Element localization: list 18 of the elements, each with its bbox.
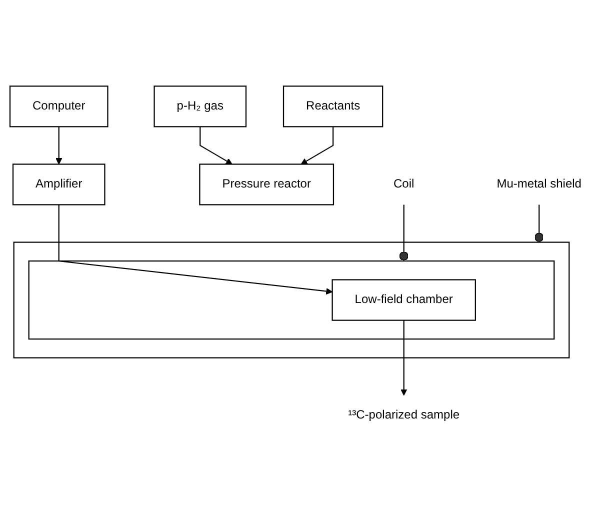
cluster <box>13 242 570 358</box>
arrow <box>400 320 408 396</box>
node-text: ¹³C-polarized sample <box>348 408 460 422</box>
node-text: Mu-metal shield <box>496 178 582 190</box>
node-box: Computer <box>9 86 108 128</box>
arrow <box>200 126 232 164</box>
node-box: Low-field chamber <box>332 279 476 321</box>
arrow <box>56 126 62 164</box>
node-box: Reactants <box>282 86 384 128</box>
connector <box>399 204 408 261</box>
node-box: Pressure reactor <box>199 164 334 206</box>
node-text: Coil <box>394 178 414 190</box>
node-box: Amplifier <box>12 164 106 206</box>
node-box: p-H₂ gas <box>154 86 247 128</box>
cluster <box>28 260 555 340</box>
connector <box>534 204 544 242</box>
arrow <box>58 204 333 295</box>
arrow <box>300 126 334 164</box>
